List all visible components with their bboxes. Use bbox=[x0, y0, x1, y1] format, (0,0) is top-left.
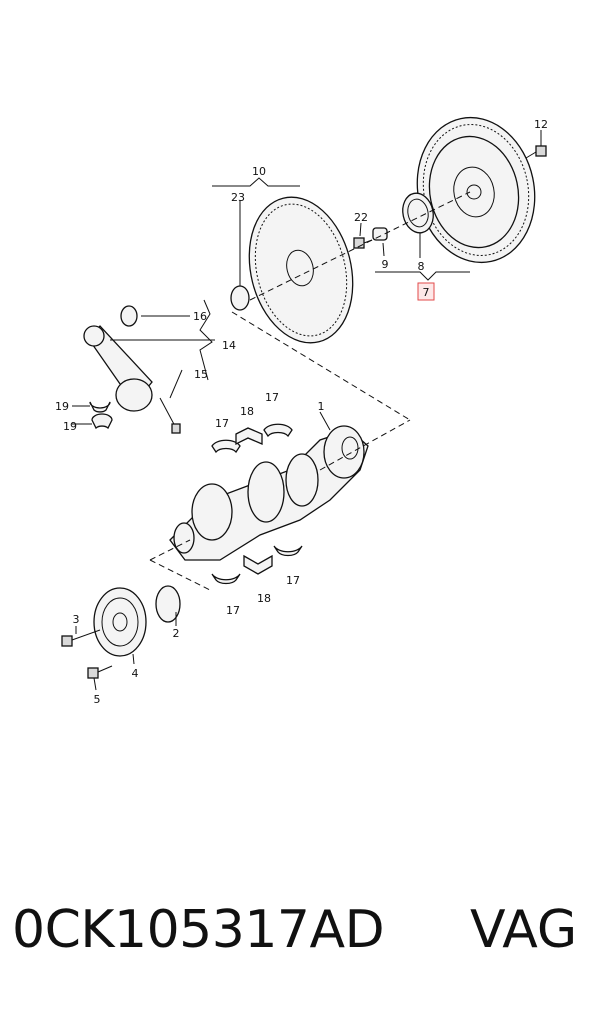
bolt-22 bbox=[353, 237, 373, 249]
crankshaft bbox=[169, 425, 369, 561]
exploded-parts-diagram: 1 2 3 4 5 7 8 9 10 12 14 15 16 17 17 17 … bbox=[55, 116, 548, 706]
callout-17-top-right: 17 bbox=[265, 391, 279, 404]
seal-ring bbox=[402, 192, 434, 234]
crank-sprocket bbox=[173, 522, 195, 554]
callout-17-bottom-right: 17 bbox=[286, 574, 300, 587]
callout-3: 3 bbox=[73, 613, 80, 626]
callout-19-top: 19 bbox=[55, 400, 69, 413]
callouts: 1 2 3 4 5 7 8 9 10 12 14 15 16 17 17 17 … bbox=[55, 118, 548, 706]
callout-17-bottom-left: 17 bbox=[226, 604, 240, 617]
drive-plate bbox=[248, 196, 354, 344]
bushing bbox=[372, 227, 388, 241]
callout-8: 8 bbox=[418, 260, 425, 273]
piston-pin-16 bbox=[120, 305, 138, 327]
callout-7: 7 bbox=[423, 286, 430, 299]
callout-16: 16 bbox=[193, 310, 207, 323]
flywheel bbox=[416, 116, 536, 264]
callout-18-bottom: 18 bbox=[257, 592, 271, 605]
thrust-washers-17 bbox=[211, 423, 303, 585]
rod-bearing-shells-19 bbox=[89, 401, 113, 430]
callout-18-top: 18 bbox=[240, 405, 254, 418]
callout-15: 15 bbox=[194, 368, 208, 381]
callout-2: 2 bbox=[173, 627, 180, 640]
callout-14: 14 bbox=[222, 339, 236, 352]
footer: 0CK105317AD VAG bbox=[12, 900, 600, 980]
part-number: 0CK105317AD bbox=[12, 900, 385, 960]
callout-1: 1 bbox=[318, 400, 325, 413]
callout-17-top-left: 17 bbox=[215, 417, 229, 430]
callout-7-highlight bbox=[417, 282, 435, 301]
leader-lines bbox=[72, 130, 542, 691]
callout-12: 12 bbox=[534, 118, 548, 131]
callout-19-bottom: 19 bbox=[63, 420, 77, 433]
spacer-23 bbox=[230, 285, 250, 311]
timing-sprocket bbox=[155, 585, 181, 623]
callout-22: 22 bbox=[354, 211, 368, 224]
callout-5: 5 bbox=[94, 693, 101, 706]
bolt-12 bbox=[525, 145, 547, 159]
callout-23: 23 bbox=[231, 191, 245, 204]
callout-9: 9 bbox=[382, 258, 389, 271]
bolt-3 bbox=[61, 629, 101, 647]
callout-4: 4 bbox=[132, 667, 139, 680]
rod-bolt-15 bbox=[159, 397, 181, 434]
brand-label: VAG bbox=[470, 900, 578, 960]
vibration-damper bbox=[93, 587, 147, 657]
callout-10: 10 bbox=[252, 165, 266, 178]
bolt-5 bbox=[87, 665, 113, 679]
main-bearing-shells-18 bbox=[235, 427, 273, 575]
connecting-rod bbox=[83, 325, 153, 412]
